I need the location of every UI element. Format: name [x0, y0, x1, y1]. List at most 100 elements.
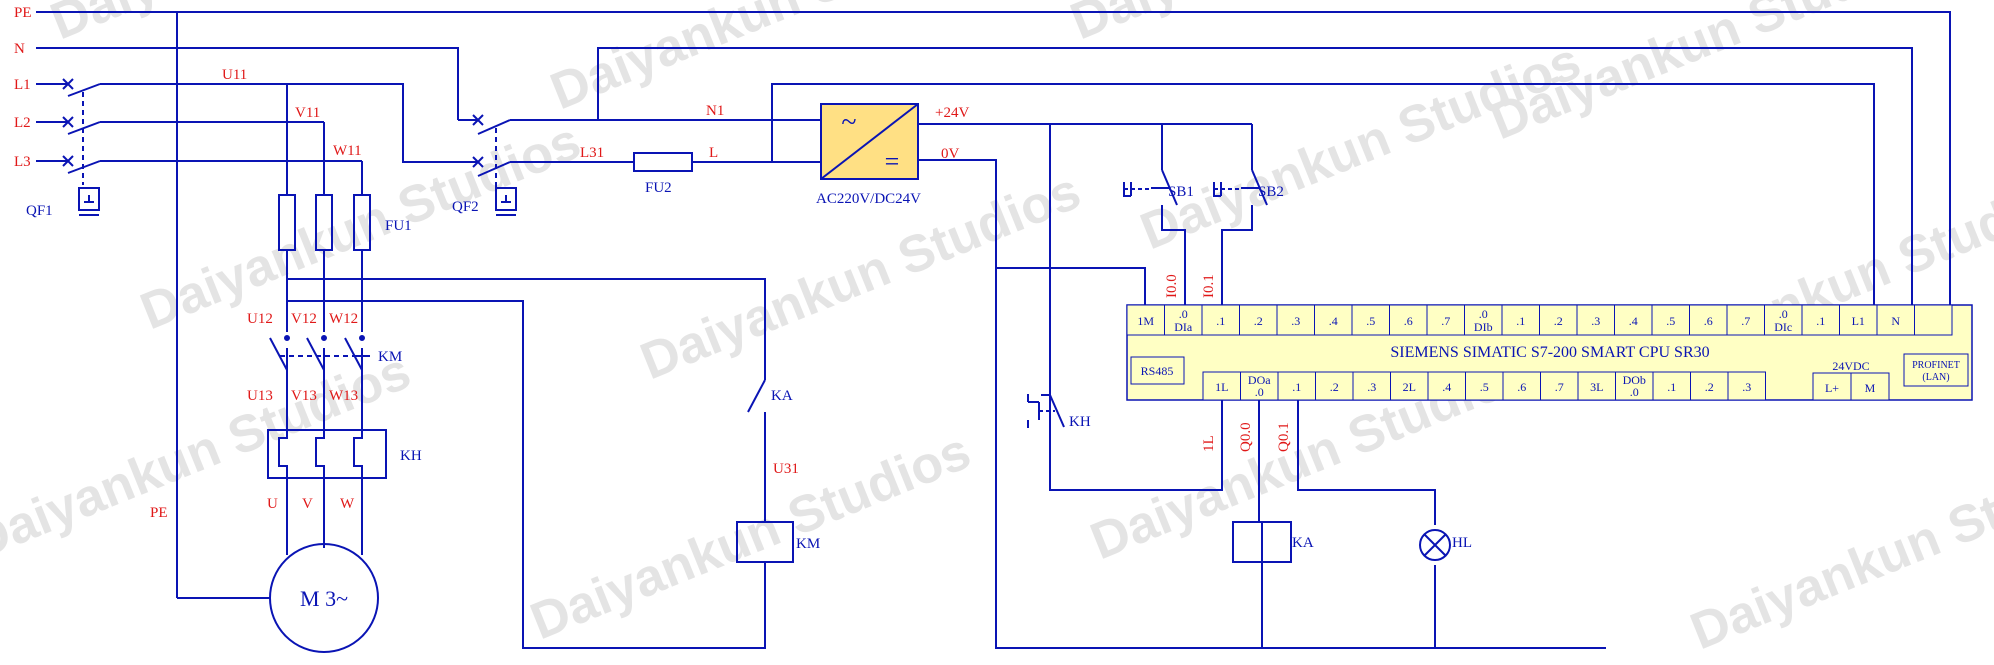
kh-thermal-relay: [267, 429, 387, 479]
n-rail-wire: [36, 47, 459, 120]
plc-dc-terminal: [1850, 372, 1890, 401]
plc-top-terminal: [1914, 304, 1953, 336]
km-coil-return-wire: [287, 300, 766, 649]
fu1-fuse-v: [315, 194, 333, 251]
plc-top-terminal-label: .6: [1704, 314, 1713, 328]
plc-bottom-terminal: [1352, 371, 1391, 401]
plc-bottom-terminal-sublabel: .0: [1255, 385, 1264, 399]
motor-label: M 3~: [300, 586, 348, 611]
plc-top-terminal-label: .0: [1479, 307, 1488, 321]
watermark-text: Daiyankun Studios: [543, 0, 999, 121]
fu1-fuse-w: [353, 194, 371, 251]
plus24-wire: [918, 123, 1223, 491]
plc-top-terminal-sublabel: DIc: [1774, 320, 1792, 334]
plc-top-terminal: [1726, 304, 1765, 336]
qf1-label: QF1: [26, 203, 53, 219]
plc-top-terminal-label: .5: [1366, 314, 1375, 328]
u13-label: U13: [247, 388, 273, 404]
plc-top-terminal-label: .4: [1629, 314, 1638, 328]
w-label: W: [340, 496, 355, 512]
plc-top-terminal-label: N: [1891, 314, 1900, 328]
qf1-x-marks: [62, 78, 74, 167]
plc-top-terminal: [1351, 304, 1390, 336]
plc-top-terminal-label: .3: [1291, 314, 1300, 328]
plc-bottom-terminal-label: .3: [1742, 380, 1751, 394]
plc-top-terminal: [1426, 304, 1465, 336]
fu2-label: FU2: [645, 180, 672, 196]
plc-bottom-terminal-label: DOa: [1248, 373, 1271, 387]
plc-top-terminal-label: .7: [1441, 314, 1450, 328]
plc-bottom-terminal-sublabel: .0: [1630, 385, 1639, 399]
labels: PE N L1 L2 L3 QF1 QF2 FU1 KM KH M 3~ FU2…: [14, 5, 1472, 611]
plc-top-terminal-label: .2: [1554, 314, 1563, 328]
control-tap-wire: [287, 278, 766, 380]
profinet-sub-label: (LAN): [1922, 372, 1949, 383]
plc-top-terminal-label: .0: [1179, 307, 1188, 321]
plc-top-terminal-label: .3: [1591, 314, 1600, 328]
dc24-label: 24VDC: [1832, 359, 1869, 373]
plc-bottom-terminal: [1202, 371, 1241, 401]
rs485-label: RS485: [1141, 364, 1174, 378]
plc-bottom-terminal: [1390, 371, 1429, 401]
watermark-text: Daiyankun Studios: [0, 342, 418, 571]
v12-label: V12: [291, 311, 317, 327]
rail-n-label: N: [14, 41, 25, 57]
plc-bottom-terminal-label: .4: [1442, 380, 1451, 394]
psu-ac-symbol: ~: [841, 107, 856, 138]
qf2-trip-box: [495, 187, 517, 211]
plc-bottom-terminal-label: .5: [1480, 380, 1489, 394]
plc-top-terminal-label: 1M: [1137, 314, 1154, 328]
plc-bottom-terminal-label: 1L: [1215, 380, 1228, 394]
psu-name-label: AC220V/DC24V: [816, 191, 921, 207]
plc-top-terminal-label: .2: [1254, 314, 1263, 328]
plc-dc-terminal-label: L+: [1825, 381, 1839, 395]
sb2-label: SB2: [1258, 184, 1284, 200]
plc-top-terminal: [1164, 304, 1203, 336]
l-label: L: [709, 145, 718, 161]
i00-label: I0.0: [1164, 274, 1180, 298]
plc-bottom-terminal: [1315, 371, 1354, 401]
fu1-fuse-u: [278, 194, 296, 251]
plc-top-terminal: [1801, 304, 1840, 336]
hl-label: HL: [1452, 535, 1472, 551]
ka-contact-label: KA: [771, 388, 793, 404]
plc-dc-terminal-label: M: [1865, 381, 1876, 395]
plc-bottom-terminal-label: .2: [1330, 380, 1339, 394]
plc-bottom-terminal: [1727, 371, 1766, 401]
u12-label: U12: [247, 311, 273, 327]
plc-bottom-terminal: [1502, 371, 1541, 401]
plc-bottom-terminal: [1465, 371, 1504, 401]
pe-rail-wire: [36, 11, 1951, 305]
plc-top-terminal-label: L1: [1852, 314, 1865, 328]
u31-label: U31: [773, 461, 799, 477]
l-to-plc-wire: [771, 83, 1875, 305]
w11-label: W11: [333, 143, 362, 159]
i01-label: I0.1: [1201, 274, 1217, 298]
v-label: V: [302, 496, 313, 512]
plc-top-terminal-label: .0: [1779, 307, 1788, 321]
kh-label: KH: [400, 448, 422, 464]
rail-l1-label: L1: [14, 77, 31, 93]
plc-top-terminal: [1689, 304, 1728, 336]
plc-dc-terminal: [1812, 372, 1852, 401]
plc-bottom-terminal-label: .6: [1517, 380, 1526, 394]
plc-bottom-terminal: [1615, 371, 1654, 401]
n-to-plc-wire: [597, 47, 1913, 305]
power-supply: ~ =: [820, 103, 919, 180]
qf2-label: QF2: [452, 199, 479, 215]
plc-bottom-terminal: [1577, 371, 1616, 401]
rail-pe-label: PE: [14, 5, 32, 21]
plc-top-terminal: [1651, 304, 1690, 336]
n1-label: N1: [706, 103, 724, 119]
motor-circle: [269, 543, 379, 653]
w13-label: W13: [329, 388, 358, 404]
profinet-label: PROFINET: [1912, 360, 1960, 371]
plc-title: SIEMENS SIMATIC S7-200 SMART CPU SR30: [1390, 344, 1709, 361]
plc-top-terminal-label: .1: [1516, 314, 1525, 328]
psu-dc-symbol: =: [885, 147, 900, 176]
ka-coil-box: [1232, 521, 1292, 563]
v13-label: V13: [291, 388, 317, 404]
plc-top-terminal: [1764, 304, 1803, 336]
hl-lamp: [1419, 529, 1451, 561]
